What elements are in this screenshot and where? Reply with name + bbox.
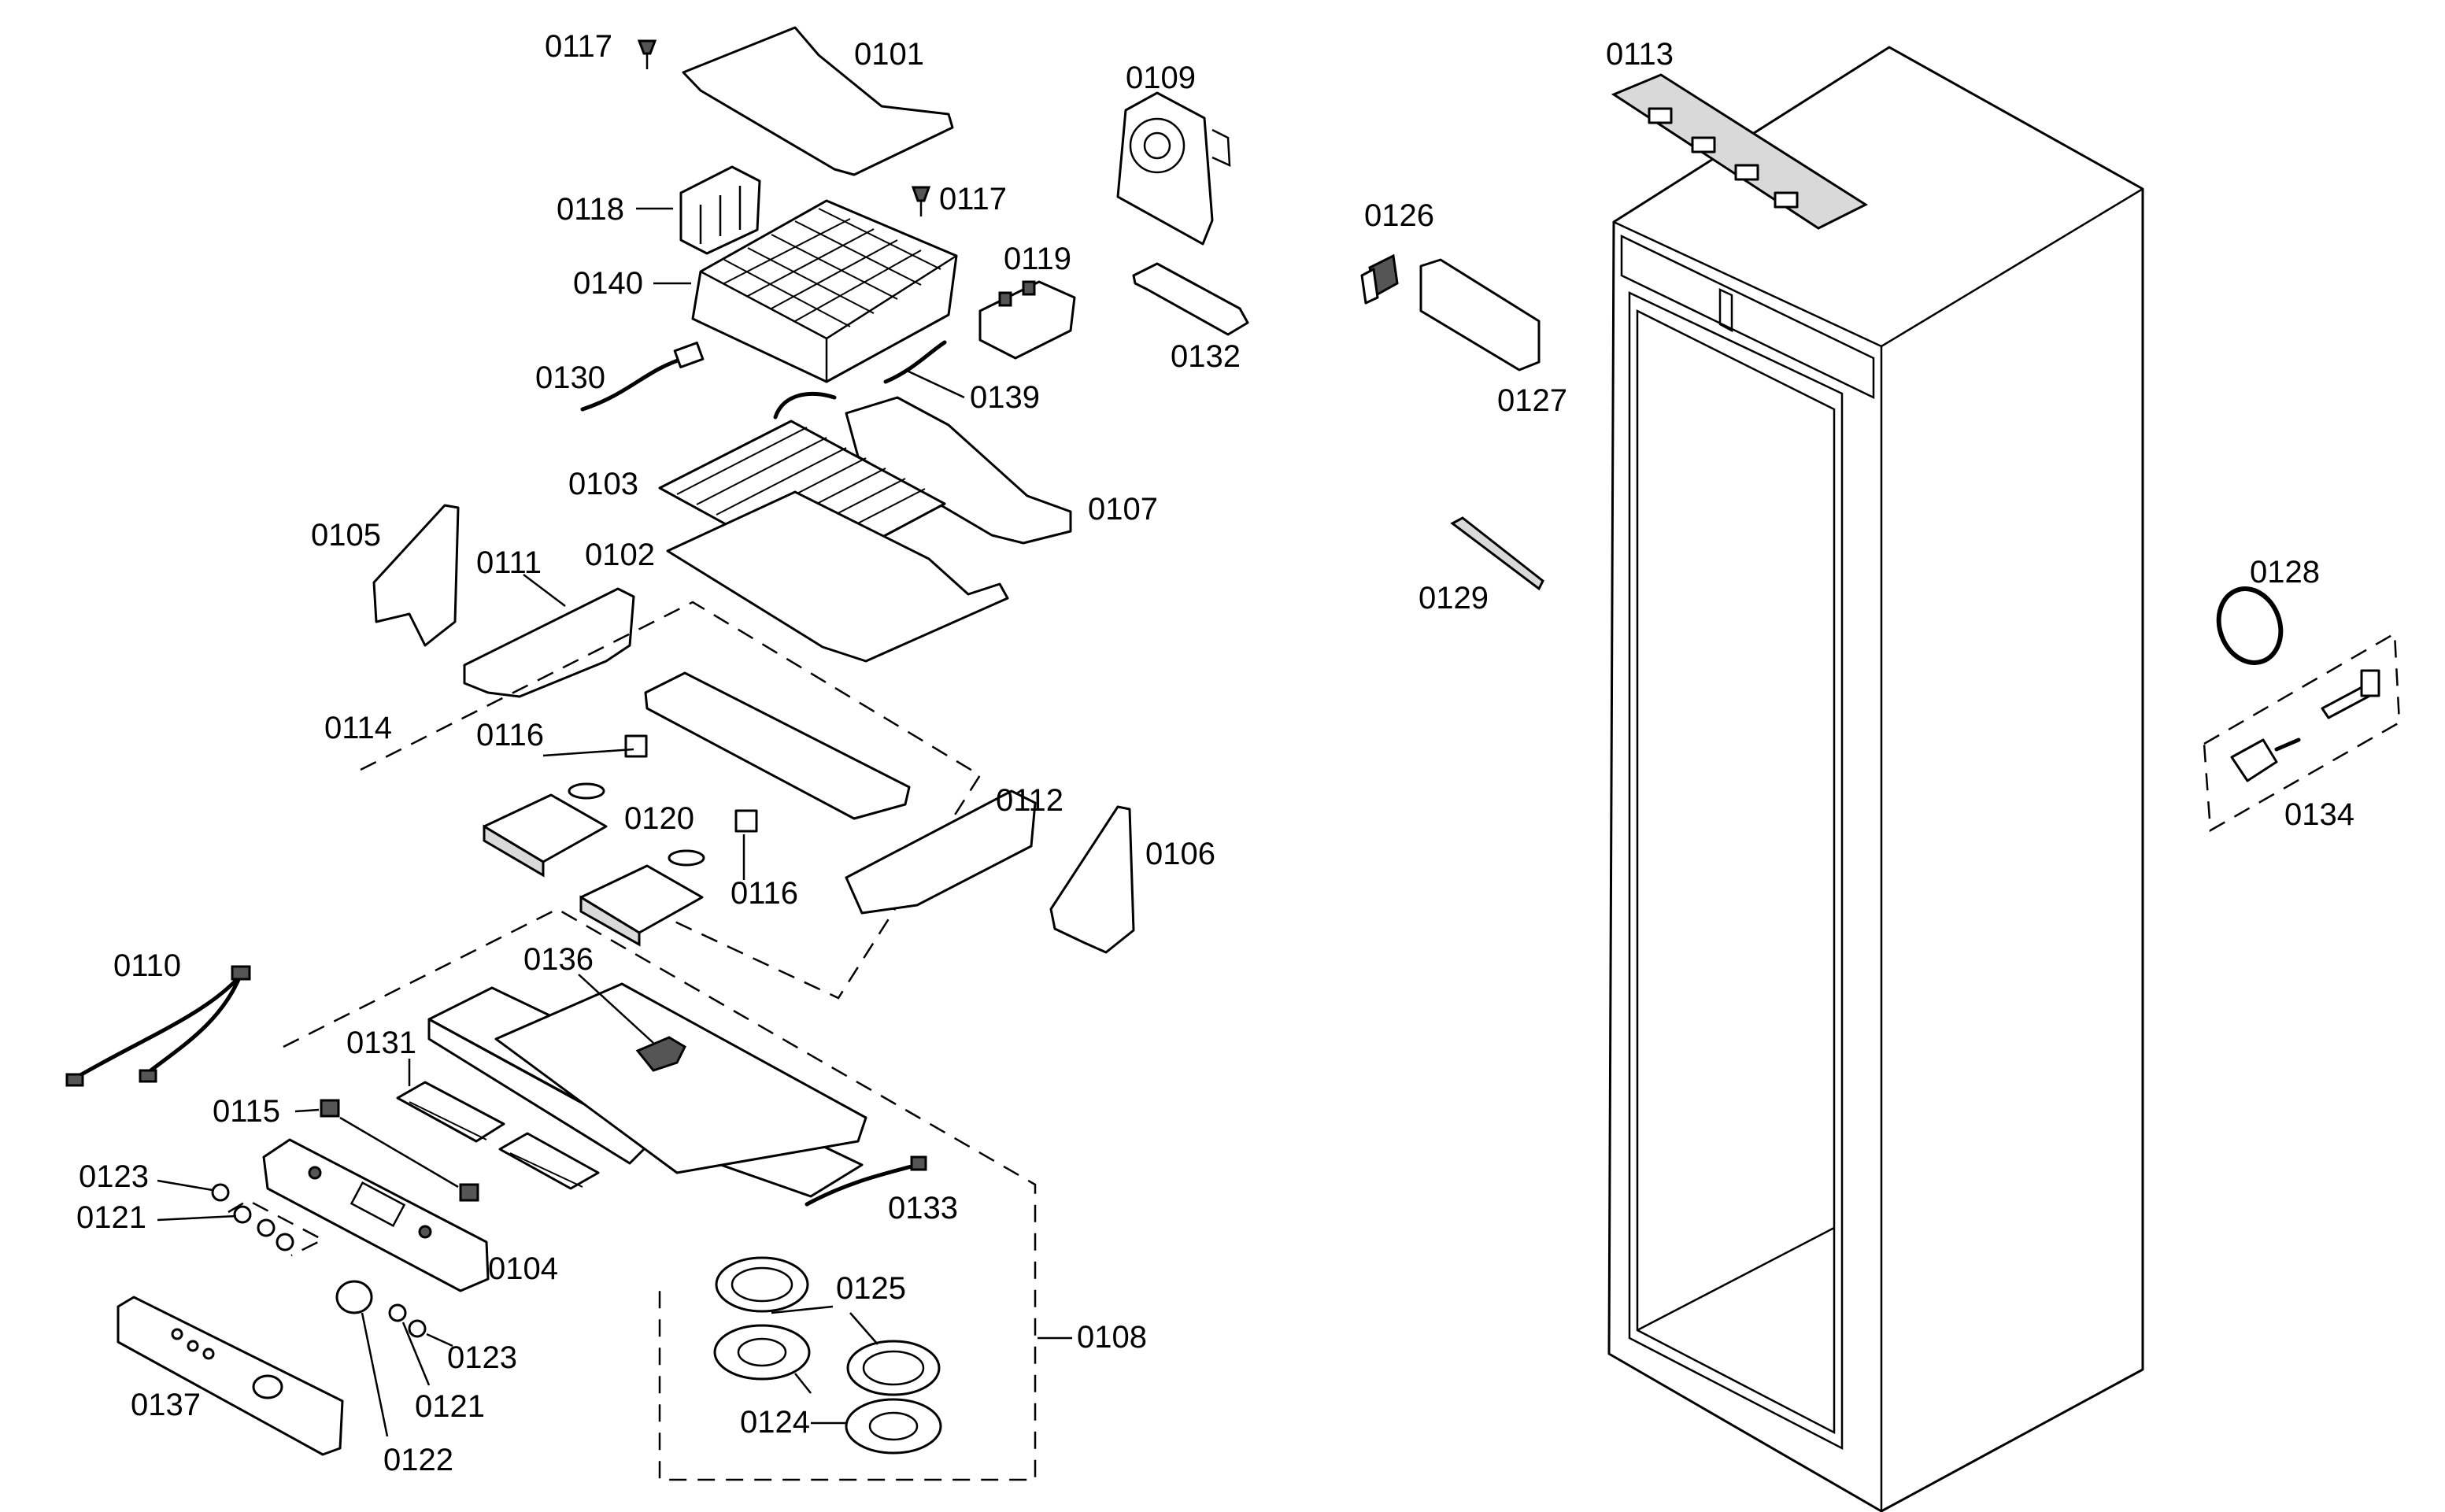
cable — [805, 1155, 927, 1207]
light-cover-2 — [579, 864, 704, 947]
label-0105: 0105 — [311, 518, 381, 553]
label-0107: 0107 — [1088, 492, 1158, 527]
label-0128: 0128 — [2250, 555, 2320, 590]
knob-icon — [335, 1280, 373, 1314]
lamp-socket-top — [624, 734, 648, 758]
screw-icon — [911, 186, 931, 216]
label-0106: 0106 — [1145, 837, 1215, 871]
label-0115: 0115 — [213, 1094, 280, 1129]
ring-clamp — [2216, 586, 2284, 665]
label-0125: 0125 — [836, 1271, 906, 1306]
label-0118: 0118 — [557, 192, 624, 227]
switch-icon — [320, 1099, 340, 1118]
seal-ring — [713, 1324, 942, 1455]
label-0123-left: 0123 — [79, 1159, 149, 1194]
side-bracket-right — [1049, 805, 1135, 954]
trim-strip — [1450, 516, 1544, 591]
drip-tray — [666, 490, 1009, 663]
label-0114: 0114 — [324, 711, 392, 745]
label-0132: 0132 — [1171, 339, 1241, 374]
label-0122: 0122 — [383, 1443, 453, 1477]
label-0140: 0140 — [573, 266, 643, 301]
speaker-grille — [715, 1256, 941, 1396]
label-0109: 0109 — [1126, 61, 1196, 95]
label-0104: 0104 — [488, 1251, 558, 1286]
label-0119: 0119 — [1004, 242, 1071, 276]
light-bulb-1 — [568, 782, 605, 800]
label-0111: 0111 — [476, 545, 542, 580]
sensor-wire — [883, 340, 965, 399]
label-0126: 0126 — [1364, 198, 1434, 233]
label-0102: 0102 — [585, 538, 655, 572]
label-0110: 0110 — [113, 948, 181, 983]
label-0134: 0134 — [2284, 797, 2354, 832]
switch-icon — [459, 1183, 479, 1202]
handle — [1132, 262, 1249, 336]
label-0117-top: 0117 — [545, 29, 612, 64]
label-0123-right: 0123 — [447, 1340, 517, 1375]
control-panel — [262, 1138, 490, 1292]
evaporator — [691, 199, 958, 383]
button-cap — [388, 1303, 407, 1322]
label-0113: 0113 — [1606, 37, 1674, 72]
top-hinge-plate — [1611, 73, 1869, 230]
light-bulb-2 — [668, 849, 705, 867]
left-rail — [463, 587, 635, 698]
label-0103: 0103 — [568, 467, 638, 501]
label-0124: 0124 — [740, 1405, 810, 1440]
front-plate — [117, 1296, 344, 1456]
lamp-socket-bottom — [734, 809, 758, 833]
label-0133: 0133 — [888, 1191, 958, 1225]
light-cover-1 — [483, 793, 608, 878]
cover-plate — [682, 26, 954, 176]
label-0117-mid: 0117 — [939, 182, 1007, 216]
label-0121-left: 0121 — [76, 1200, 146, 1235]
screw-icon — [637, 39, 657, 69]
cabinet — [1607, 46, 2144, 1512]
label-0127: 0127 — [1497, 383, 1567, 418]
right-rail — [845, 789, 1037, 915]
bracket-clip — [679, 165, 761, 255]
label-0112: 0112 — [996, 783, 1063, 818]
motor-group — [2203, 631, 2401, 833]
fan-motor — [1116, 91, 1231, 246]
label-0137: 0137 — [131, 1388, 201, 1422]
trim-panel — [1419, 258, 1541, 372]
label-0108: 0108 — [1077, 1320, 1147, 1355]
door-switch — [1360, 253, 1399, 305]
control-housing — [427, 982, 867, 1198]
sensor — [580, 342, 705, 412]
label-0121-right: 0121 — [415, 1389, 485, 1424]
filter-strip — [396, 1081, 600, 1190]
label-0139: 0139 — [970, 380, 1040, 415]
light-assembly-group — [360, 601, 982, 1000]
side-bracket-left — [372, 504, 460, 647]
label-0136: 0136 — [523, 942, 594, 977]
wire-harness — [65, 965, 251, 1087]
label-0130: 0130 — [535, 360, 605, 395]
indicator-lamp — [408, 1319, 427, 1338]
control-assembly-group — [283, 908, 1037, 1481]
label-0131: 0131 — [346, 1026, 416, 1060]
label-0120: 0120 — [624, 801, 694, 836]
label-0116-bottom: 0116 — [731, 876, 798, 911]
indicator-lamp-group — [211, 1183, 325, 1257]
light-housing — [644, 671, 911, 820]
terminal-block — [978, 280, 1076, 360]
label-0129: 0129 — [1419, 581, 1489, 616]
label-0116-top: 0116 — [476, 718, 544, 752]
label-0101: 0101 — [854, 37, 924, 72]
